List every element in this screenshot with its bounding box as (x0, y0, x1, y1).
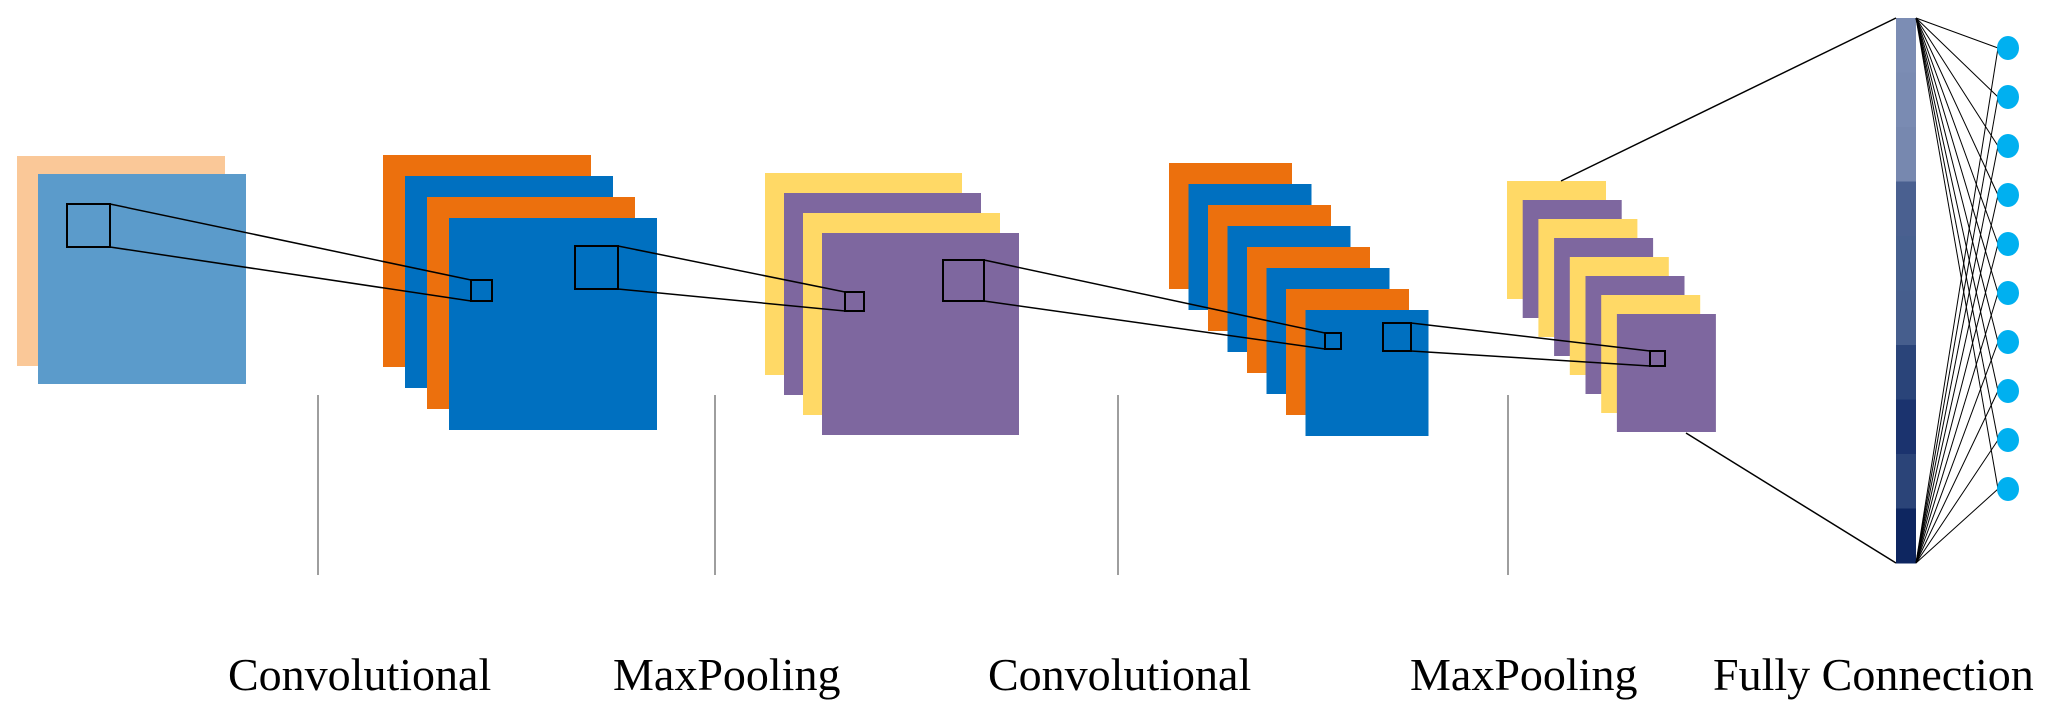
output-node-10 (1997, 477, 2019, 501)
output-node-7 (1997, 330, 2019, 354)
kernel-box-pool1-source (942, 259, 985, 302)
fc-edge-top-7 (1915, 17, 1999, 343)
fc-edge-bottom-3 (1915, 145, 1999, 564)
fc-edge-top-8 (1915, 17, 1999, 392)
flatten-cell-3 (1896, 127, 1916, 182)
fc-edge-top-2 (1915, 17, 1999, 98)
fc-edge-top-10 (1915, 17, 1999, 490)
connector-line-1-top (109, 203, 472, 281)
kernel-box-input (66, 203, 111, 248)
flatten-cell-9 (1896, 454, 1916, 509)
fully-connected-layer (1560, 17, 2019, 564)
feature-map-pool2-8 (1616, 314, 1716, 432)
kernel-box-conv2-target (1324, 332, 1342, 350)
fc-edge-top-1 (1915, 17, 1999, 49)
connector-line-2-top (617, 245, 846, 293)
flatten-cell-8 (1896, 399, 1916, 455)
fc-edge-bottom-10 (1915, 488, 1999, 564)
label-pool1: MaxPooling (613, 649, 840, 700)
connector-line-4-top (1410, 322, 1651, 352)
label-fc: Fully Connection (1713, 649, 2034, 700)
output-node-9 (1997, 428, 2019, 452)
feature-map-input-2 (38, 174, 246, 384)
label-pool2: MaxPooling (1410, 649, 1637, 700)
feature-map-conv2-8 (1305, 310, 1429, 436)
fc-edge-bottom-2 (1915, 96, 1999, 564)
fc-edge-bottom-6 (1915, 292, 1999, 564)
kernel-box-pool2-target (1649, 350, 1666, 367)
feature-map-conv1-4 (449, 218, 657, 430)
stage-dividers (317, 395, 1509, 575)
flatten-cell-7 (1896, 345, 1916, 400)
feature-map-stack-pool1 (765, 173, 1019, 435)
flatten-cell-5 (1896, 236, 1916, 291)
fc-edge-bottom-8 (1915, 390, 1999, 564)
feature-map-stack-conv1 (383, 155, 657, 430)
kernel-box-pool1-target (844, 291, 865, 312)
output-node-5 (1997, 232, 2019, 256)
flatten-cell-4 (1896, 181, 1916, 237)
flatten-cell-10 (1896, 508, 1916, 564)
fc-edge-bottom-7 (1915, 341, 1999, 564)
output-node-8 (1997, 379, 2019, 403)
fc-edge-top-3 (1915, 17, 1999, 147)
feature-map-pool1-4 (822, 233, 1019, 435)
projection-line-bottom (1685, 432, 1897, 564)
connector-line-4-bottom (1410, 350, 1651, 367)
fc-edge-bottom-4 (1915, 194, 1999, 564)
flatten-cell-1 (1896, 18, 1916, 73)
kernel-box-conv2-source (1382, 322, 1412, 352)
flatten-cell-2 (1896, 72, 1916, 128)
fc-edge-top-5 (1915, 17, 1999, 245)
feature-map-stack-conv2 (1169, 163, 1429, 436)
feature-maps (17, 155, 1716, 436)
fc-edge-top-4 (1915, 17, 1999, 196)
feature-map-stack-input (17, 156, 246, 384)
fc-edges (1915, 17, 1999, 564)
connector-line-2-bottom (617, 288, 846, 312)
label-conv1: Convolutional (228, 649, 491, 700)
stage-labels: Convolutional MaxPooling Convolutional M… (228, 649, 2034, 700)
connector-line-3-bottom (983, 300, 1326, 350)
output-node-6 (1997, 281, 2019, 305)
projection-line-top (1560, 17, 1897, 182)
output-node-4 (1997, 183, 2019, 207)
fc-edge-bottom-5 (1915, 243, 1999, 564)
output-node-3 (1997, 134, 2019, 158)
fc-edge-bottom-9 (1915, 439, 1999, 564)
flatten-cell-6 (1896, 290, 1916, 346)
kernel-box-conv1-target (470, 279, 493, 302)
feature-map-stack-pool2 (1507, 181, 1716, 432)
fc-edge-bottom-1 (1915, 47, 1999, 564)
label-conv2: Convolutional (988, 649, 1251, 700)
kernel-box-conv1-source (574, 245, 619, 290)
fc-edge-top-9 (1915, 17, 1999, 441)
receptive-field-connectors (66, 203, 1666, 367)
output-node-2 (1997, 85, 2019, 109)
fc-edge-top-6 (1915, 17, 1999, 294)
output-node-1 (1997, 36, 2019, 60)
connector-line-3-top (983, 259, 1326, 334)
connector-line-1-bottom (109, 246, 472, 302)
